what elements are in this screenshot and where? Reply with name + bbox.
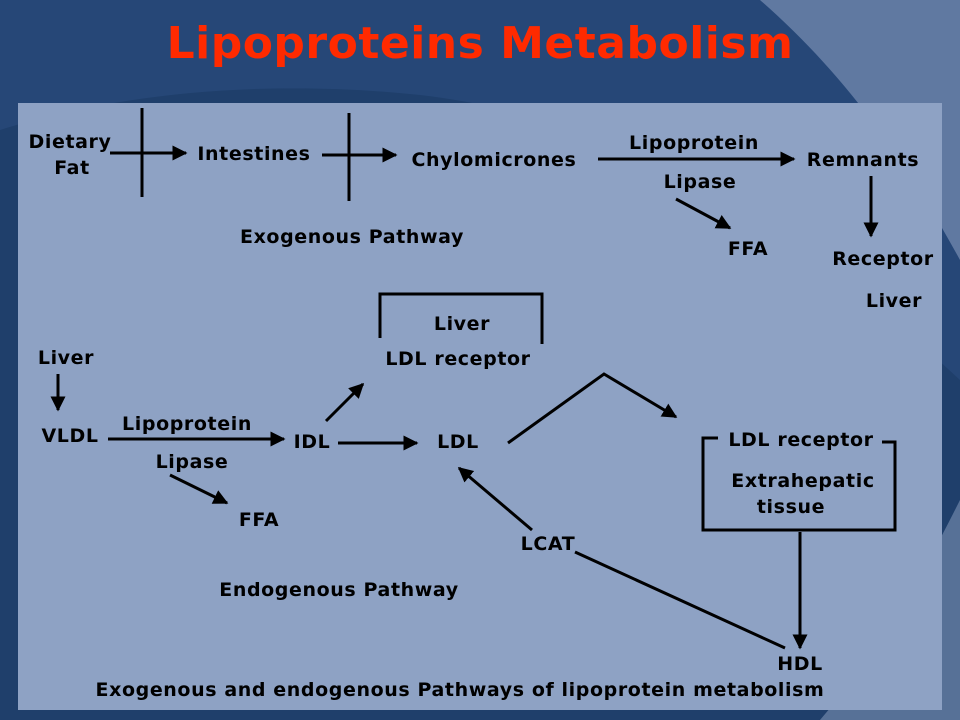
diagram-caption: Exogenous and endogenous Pathways of lip… xyxy=(96,679,825,701)
ldl-receptor-liver-label: LDL receptor xyxy=(385,348,530,370)
line-hdl-to-lcat xyxy=(574,550,786,650)
extrahepatic-bracket xyxy=(701,436,897,532)
ffa-label-endo: FFA xyxy=(239,509,279,531)
ldl-receptor-extra-label: LDL receptor xyxy=(728,429,873,451)
lcat-label: LCAT xyxy=(521,533,576,555)
liver-label-top: Liver xyxy=(434,313,490,335)
liver-source-label: Liver xyxy=(38,347,94,369)
extrahepatic-label: Extrahepatic xyxy=(731,470,874,492)
arrow-idl-to-liver-receptor xyxy=(324,382,365,423)
dietary-fat-label-1: Dietary xyxy=(28,131,111,153)
diagram-panel xyxy=(18,103,942,710)
exogenous-pathway-label: Exogenous Pathway xyxy=(240,226,464,248)
vldl-label: VLDL xyxy=(41,425,98,447)
receptor-label: Receptor xyxy=(832,248,934,270)
hdl-label: HDL xyxy=(777,653,823,675)
tissue-label: tissue xyxy=(757,496,825,518)
liver-receptor-bracket xyxy=(378,292,544,344)
arrow-lipase-to-ffa-endo xyxy=(169,473,229,505)
slide-title: Lipoproteins Metabolism xyxy=(166,18,794,69)
idl-label: IDL xyxy=(294,431,331,453)
arrow-lipase-to-ffa-exo xyxy=(675,197,732,230)
lipoprotein-label-endo: Lipoprotein xyxy=(122,413,252,435)
liver-label-exo: Liver xyxy=(866,290,922,312)
arrow-ldl-to-extrahepatic xyxy=(507,372,678,445)
remnants-label: Remnants xyxy=(807,149,919,171)
ffa-label-exo: FFA xyxy=(728,238,768,260)
dietary-fat-label-2: Fat xyxy=(54,157,90,179)
lipoprotein-label-exo: Lipoprotein xyxy=(629,132,759,154)
chylomicrones-label: Chylomicrones xyxy=(412,149,577,171)
lipase-label-endo: Lipase xyxy=(156,451,229,473)
ldl-label: LDL xyxy=(437,431,479,453)
arrow-lcat-to-ldl xyxy=(457,466,533,532)
intestines-label: Intestines xyxy=(197,143,310,165)
lipase-label-exo: Lipase xyxy=(664,171,737,193)
endogenous-pathway-label: Endogenous Pathway xyxy=(219,579,459,601)
